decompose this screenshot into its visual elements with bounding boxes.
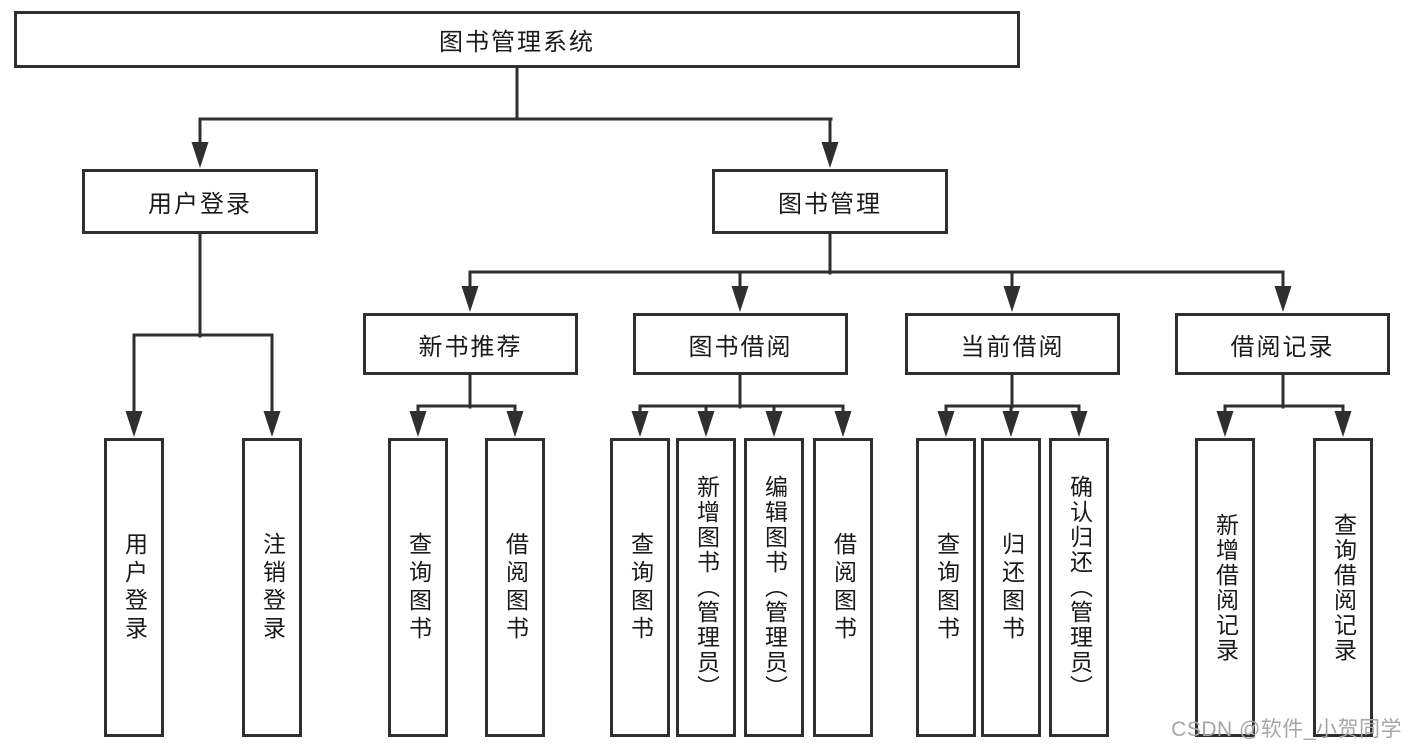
node-new-book-recommendation: 新书推荐 xyxy=(363,313,578,375)
leaf-add-borrow-record: 新增借阅记录 xyxy=(1195,438,1255,737)
node-book-borrowing: 图书借阅 xyxy=(633,313,848,375)
leaf-query-borrow-record: 查询借阅记录 xyxy=(1313,438,1373,737)
leaf-add-book-admin: 新增图书（管理员） xyxy=(676,438,736,737)
node-library-management-system: 图书管理系统 xyxy=(14,11,1020,68)
leaf-borrow-books-recommend: 借阅图书 xyxy=(485,438,545,737)
leaf-edit-book-admin: 编辑图书（管理员） xyxy=(744,438,804,737)
node-borrowing-records: 借阅记录 xyxy=(1175,313,1390,375)
leaf-query-books-recommend: 查询图书 xyxy=(388,438,448,737)
leaf-logout: 注销登录 xyxy=(242,438,302,737)
csdn-watermark: CSDN @软件_小贺同学 xyxy=(1171,718,1402,741)
leaf-borrow-books-borrowing: 借阅图书 xyxy=(813,438,873,737)
node-user-login: 用户登录 xyxy=(82,169,318,234)
node-current-borrowing: 当前借阅 xyxy=(905,313,1120,375)
leaf-return-book: 归还图书 xyxy=(981,438,1041,737)
node-book-management: 图书管理 xyxy=(712,169,948,234)
leaf-query-books-current: 查询图书 xyxy=(916,438,976,737)
leaf-query-books-borrowing: 查询图书 xyxy=(610,438,670,737)
leaf-user-login: 用户登录 xyxy=(104,438,164,737)
leaf-confirm-return-admin: 确认归还（管理员） xyxy=(1049,438,1109,737)
